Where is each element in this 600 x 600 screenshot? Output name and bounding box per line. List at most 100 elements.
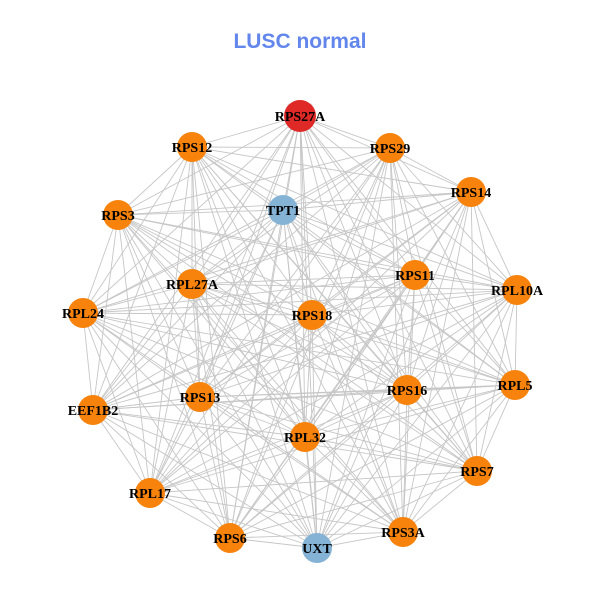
- edge: [191, 283, 201, 398]
- edge: [92, 146, 193, 411]
- edge: [92, 409, 318, 549]
- edge: [311, 314, 516, 386]
- node-label-rps16: RPS16: [387, 384, 427, 399]
- edge: [149, 147, 391, 494]
- edge: [92, 283, 193, 411]
- edge: [304, 147, 391, 438]
- node-label-rpl17: RPL17: [129, 487, 171, 502]
- edge: [414, 274, 478, 472]
- edge: [149, 274, 416, 494]
- node-tpt1: [268, 195, 298, 225]
- edge: [117, 214, 151, 494]
- edge: [199, 396, 231, 539]
- edge: [199, 191, 472, 398]
- edge: [92, 396, 201, 411]
- edge: [82, 312, 478, 472]
- edge: [199, 274, 416, 398]
- edge: [117, 209, 284, 216]
- edge: [406, 289, 518, 391]
- figure-title: LUSC normal: [233, 30, 367, 53]
- edge: [282, 209, 416, 276]
- edge: [414, 274, 516, 386]
- edge: [476, 384, 516, 472]
- edge: [389, 147, 472, 193]
- edge: [311, 274, 416, 316]
- edge: [282, 209, 518, 291]
- edge: [299, 115, 408, 391]
- edge: [117, 214, 518, 291]
- node-label-rpl5: RPL5: [498, 379, 533, 394]
- edge: [82, 191, 472, 314]
- edge: [199, 396, 478, 472]
- node-rpl24: [68, 298, 98, 328]
- edge: [229, 274, 416, 539]
- node-label-rps3a: RPS3A: [381, 526, 425, 541]
- node-rps27a: [284, 100, 316, 132]
- edge: [229, 209, 284, 539]
- edge: [191, 146, 404, 533]
- node-label-rps13: RPS13: [180, 391, 220, 406]
- node-label-rps11: RPS11: [395, 269, 435, 284]
- edge: [191, 283, 306, 438]
- edge: [149, 314, 313, 494]
- node-rps16: [392, 375, 422, 405]
- edge: [92, 314, 313, 411]
- edge: [191, 274, 416, 285]
- edge: [191, 115, 301, 285]
- edge: [389, 147, 408, 391]
- edge: [304, 289, 518, 438]
- edge: [402, 289, 518, 533]
- edge: [92, 409, 151, 494]
- edge: [149, 492, 318, 549]
- edge: [82, 312, 306, 438]
- edge: [406, 191, 472, 391]
- edge: [82, 312, 313, 316]
- node-label-rpl32: RPL32: [284, 431, 326, 446]
- edge: [282, 209, 408, 391]
- node-label-rpl27a: RPL27A: [166, 278, 219, 293]
- edge: [191, 191, 472, 285]
- edge: [406, 389, 478, 472]
- edge: [282, 191, 472, 211]
- edge: [92, 214, 119, 411]
- edge: [470, 191, 516, 386]
- edge: [389, 147, 516, 386]
- edge: [117, 146, 193, 216]
- node-rps6: [215, 523, 245, 553]
- edge: [299, 115, 318, 549]
- edge: [149, 389, 408, 494]
- edge: [229, 289, 518, 539]
- edge: [82, 147, 391, 314]
- edge: [82, 312, 201, 398]
- edge: [229, 389, 408, 539]
- edge: [316, 389, 408, 549]
- edge: [82, 312, 408, 391]
- node-label-uxt: UXT: [302, 542, 332, 557]
- edge: [191, 283, 408, 391]
- edge: [191, 115, 301, 148]
- node-eef1b2: [78, 395, 108, 425]
- edge: [149, 396, 201, 494]
- edge: [191, 146, 472, 193]
- node-label-rpl10a: RPL10A: [491, 284, 544, 299]
- edge: [316, 274, 416, 549]
- edge: [149, 209, 284, 494]
- edge: [92, 409, 306, 438]
- edge: [229, 470, 478, 539]
- edge: [117, 214, 193, 285]
- edge: [304, 436, 404, 533]
- node-label-tpt1: TPT1: [266, 204, 300, 219]
- edge-layer: [82, 115, 518, 549]
- edge: [514, 289, 518, 386]
- edge: [82, 209, 284, 314]
- edge: [191, 146, 416, 276]
- node-rps3: [103, 200, 133, 230]
- edge: [282, 209, 404, 533]
- edge: [304, 389, 408, 438]
- edge: [149, 384, 516, 494]
- edge: [199, 396, 318, 549]
- edge: [92, 274, 416, 411]
- edge: [82, 146, 193, 314]
- edge: [191, 283, 478, 472]
